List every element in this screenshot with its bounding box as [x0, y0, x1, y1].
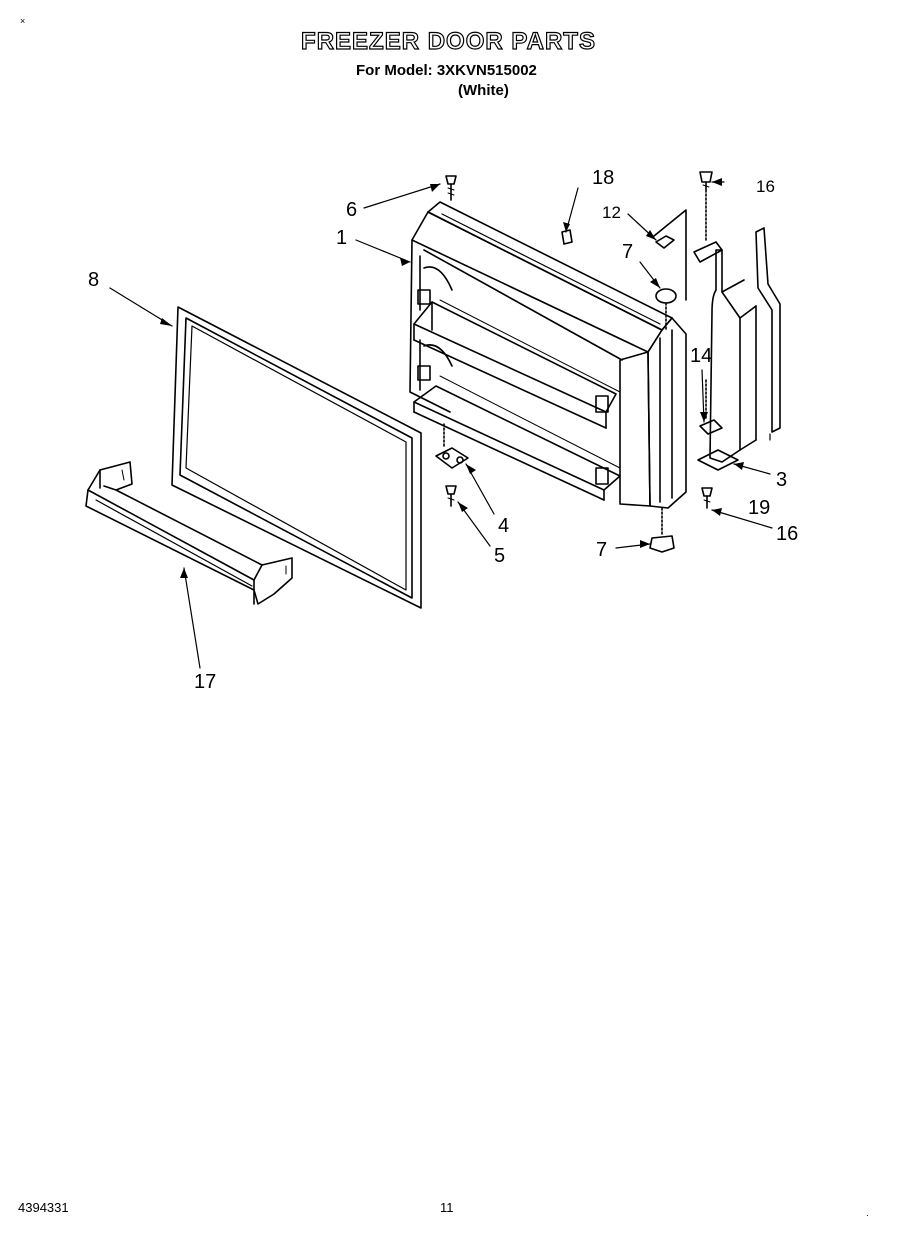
door-handle: [85, 461, 293, 605]
page-title: FREEZER DOOR PARTS: [300, 27, 596, 55]
callout-3: 3: [776, 469, 787, 491]
callout-16-bottom: 16: [776, 523, 798, 545]
corner-mark-top-left: ×: [20, 16, 26, 26]
callout-7-bottom: 7: [596, 539, 607, 561]
document-number: 4394331: [18, 1200, 69, 1215]
page-number: 11: [440, 1200, 454, 1215]
door-label: [561, 229, 573, 245]
callout-8: 8: [88, 269, 99, 291]
trim-strip: [755, 227, 781, 433]
hinge-plate: [435, 423, 469, 469]
upper-hinge-area: [653, 209, 687, 331]
callout-12: 12: [602, 203, 621, 222]
callout-5: 5: [494, 545, 505, 567]
callout-7-top: 7: [622, 241, 633, 263]
screw-top-left: [445, 175, 457, 201]
callout-1: 1: [336, 227, 347, 249]
door-stop-bottom: [649, 507, 675, 553]
freezer-door-body: [409, 201, 687, 509]
screw-top-right: [699, 171, 713, 193]
hinge-screw: [445, 485, 457, 507]
screw-bottom-right: [701, 487, 713, 509]
door-gasket: [171, 306, 422, 609]
door-hinge-bracket: [693, 193, 757, 471]
callout-6: 6: [346, 199, 357, 221]
callout-18: 18: [592, 167, 614, 189]
leader-arrowheads: [160, 178, 744, 578]
model-label: For Model: 3XKVN515002: [356, 62, 537, 79]
callout-16-top: 16: [756, 177, 775, 196]
callout-4: 4: [498, 515, 509, 537]
color-label: (White): [458, 82, 509, 99]
callout-14: 14: [690, 345, 712, 367]
callout-labels: 6 1 8 18 12 7 16 14 3 19 4 5 7 16 17: [88, 167, 798, 693]
corner-mark-bottom-right: ·: [866, 1210, 869, 1220]
callout-17: 17: [194, 671, 216, 693]
callout-19: 19: [748, 497, 770, 519]
